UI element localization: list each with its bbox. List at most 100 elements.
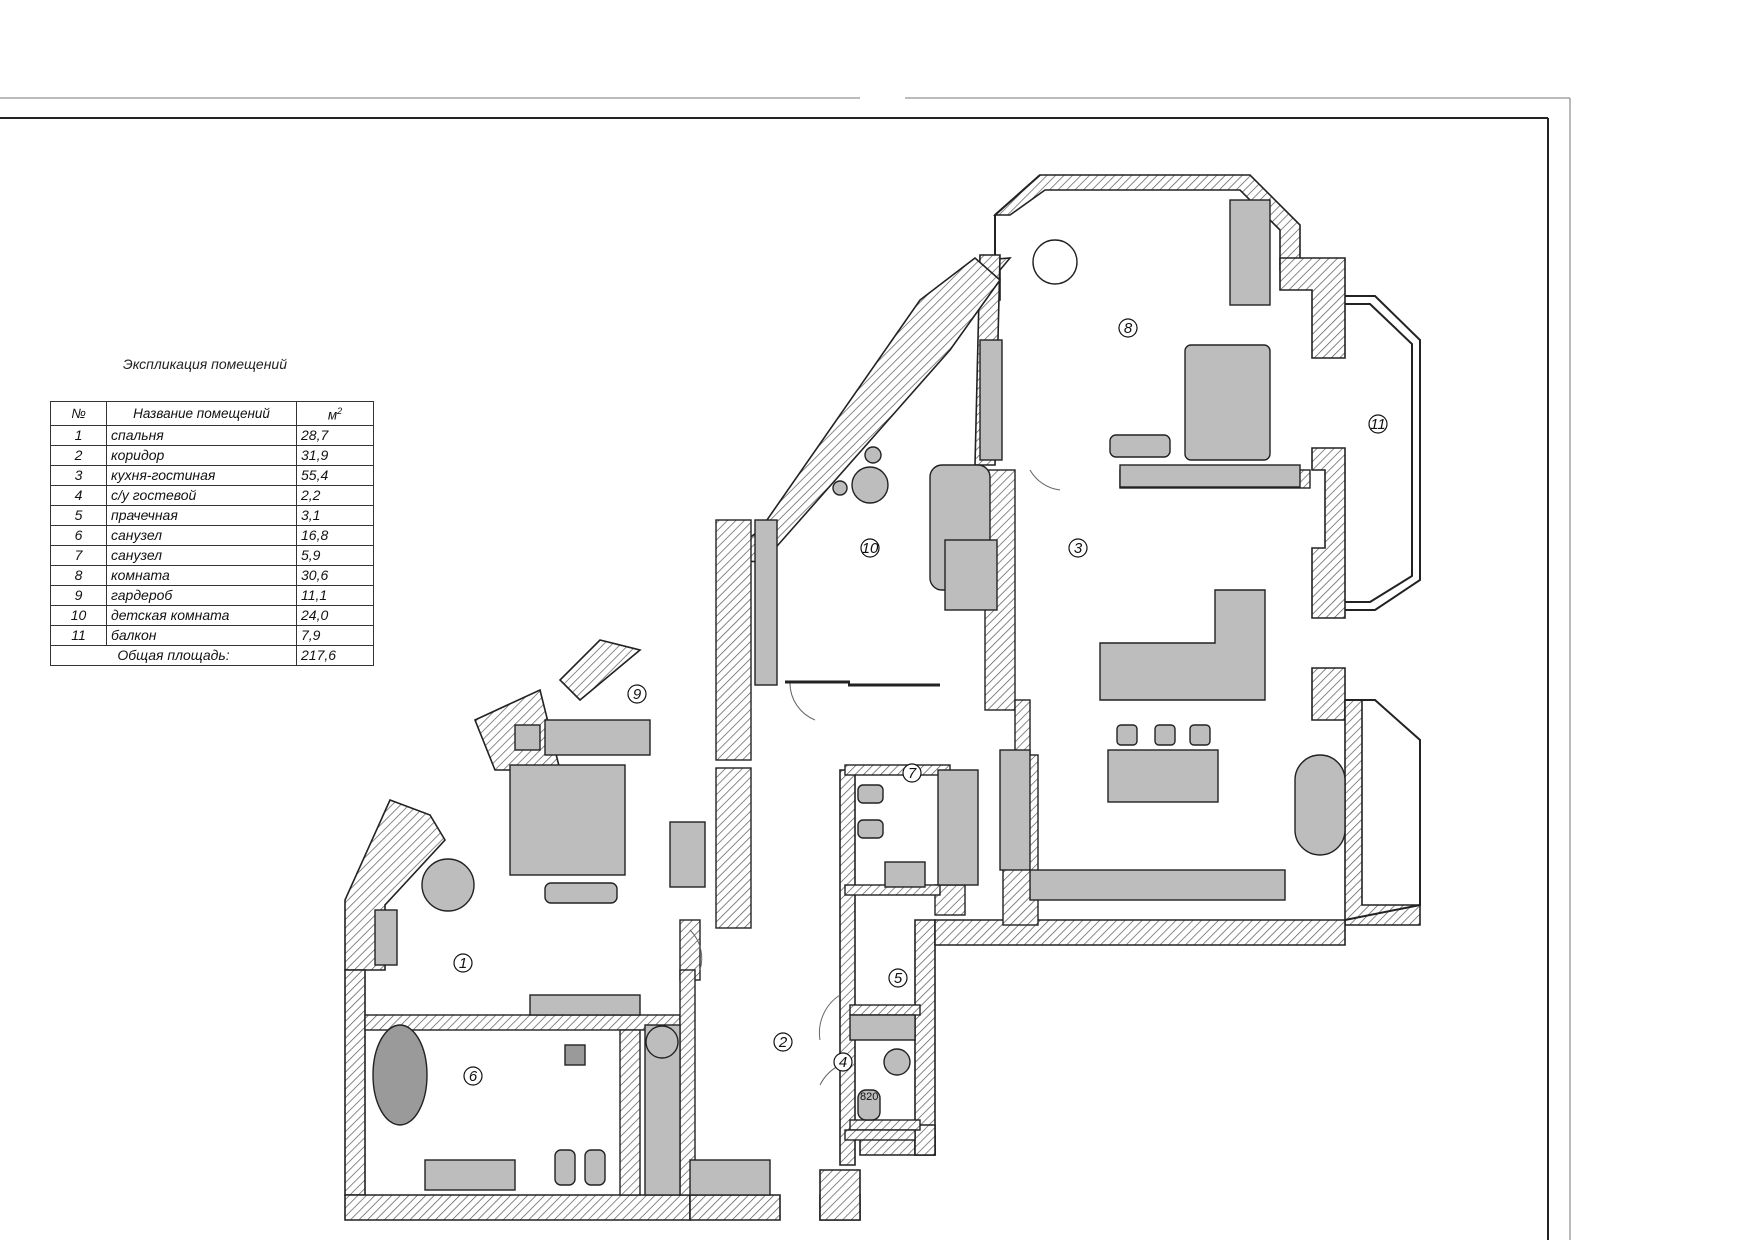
room-marker-label: 8 <box>1124 320 1133 337</box>
balcony-outline <box>994 174 1421 921</box>
row-name: гардероб <box>106 584 297 606</box>
row-name: коридор <box>106 444 297 466</box>
room-marker-circle <box>860 538 880 558</box>
room-marker-5: 5 <box>888 968 908 988</box>
row-area: 55,4 <box>296 464 374 486</box>
dining-table <box>1294 754 1346 856</box>
explication-title: Экспликация помещений <box>123 356 287 372</box>
laundry-machines <box>849 1014 916 1041</box>
sink-room7 <box>884 861 926 888</box>
bidet-room7 <box>857 819 884 839</box>
room-marker-circle <box>902 763 922 783</box>
shelf-room1 <box>374 909 398 966</box>
room-marker-label: 7 <box>908 765 917 782</box>
row-area: 7,9 <box>296 624 374 646</box>
header-area-sup: 2 <box>337 406 343 416</box>
room-marker-label: 10 <box>862 540 879 557</box>
toilet-room7 <box>857 784 884 804</box>
kitchen-counter <box>1029 869 1286 901</box>
bidet-room6 <box>584 1149 606 1186</box>
room-marker-label: 11 <box>1370 416 1386 433</box>
room-marker-circle <box>453 953 473 973</box>
room-marker-circle <box>1068 538 1088 558</box>
cabinet-room10 <box>944 539 998 611</box>
total-area: 217,6 <box>296 644 374 666</box>
dimension-note: 820 <box>860 1091 878 1103</box>
room-marker-label: 1 <box>459 955 467 972</box>
table-header-row: № Название помещений м2 <box>50 401 374 426</box>
vanity-room6 <box>424 1159 516 1191</box>
shower-drain <box>564 1044 586 1066</box>
cabinet-room8 <box>1119 464 1301 488</box>
room-marker-label: 4 <box>839 1054 847 1071</box>
row-name: комната <box>106 564 297 586</box>
door-room10 <box>789 682 816 721</box>
corridor-bench <box>689 1159 771 1196</box>
toilet-room4 <box>857 1089 881 1121</box>
row-num: 10 <box>50 604 107 626</box>
room-marker-10: 10 <box>860 538 880 558</box>
room-marker-6: 6 <box>463 1066 483 1086</box>
kitchen-island <box>1107 749 1219 803</box>
room-marker-circle <box>1368 414 1388 434</box>
room-marker-label: 6 <box>469 1068 478 1085</box>
dresser-room1 <box>669 821 706 888</box>
room-marker-4: 4 <box>833 1052 853 1072</box>
room-marker-label: 2 <box>778 1034 788 1051</box>
row-name: прачечная <box>106 504 297 526</box>
room-marker-circle <box>463 1066 483 1086</box>
pouf-room10 <box>832 480 848 496</box>
stool-room10 <box>864 446 882 464</box>
bench-room1 <box>544 882 618 904</box>
plant-room8 <box>1032 239 1078 285</box>
stool-3 <box>1189 724 1211 746</box>
room-marker-label: 9 <box>633 686 642 703</box>
door-room8 <box>1029 469 1061 491</box>
room-marker-circle <box>833 1052 853 1072</box>
door-room1 <box>689 929 703 971</box>
row-area: 30,6 <box>296 564 374 586</box>
doors <box>689 469 1061 1086</box>
stool-2 <box>1154 724 1176 746</box>
room-marker-8: 8 <box>1118 318 1138 338</box>
room-marker-circle <box>627 684 647 704</box>
row-area: 5,9 <box>296 544 374 566</box>
bed-room1 <box>509 764 626 876</box>
bathtub-room7 <box>937 769 979 886</box>
shelf-room10 <box>754 519 778 686</box>
row-name: с/у гостевой <box>106 484 297 506</box>
round-table-room10 <box>851 466 889 504</box>
row-area: 24,0 <box>296 604 374 626</box>
armchair-room1 <box>421 858 475 912</box>
room-marker-1: 1 <box>453 953 473 973</box>
furniture <box>372 199 1346 1196</box>
toilet-room6 <box>554 1149 576 1186</box>
hvac-unit <box>645 1025 679 1059</box>
bed-room8 <box>1184 344 1271 461</box>
pouf-room9 <box>514 724 541 751</box>
interior-walls <box>364 469 1311 1196</box>
header-name: Название помещений <box>106 401 297 426</box>
wardrobe-room8 <box>1229 199 1271 306</box>
door-room5 <box>818 994 841 1041</box>
room-marker-2: 2 <box>773 1032 793 1052</box>
header-area: м2 <box>296 401 374 426</box>
room-marker-label: 5 <box>894 970 903 987</box>
row-area: 11,1 <box>296 584 374 606</box>
room-marker-11: 11 <box>1368 414 1388 434</box>
stool-1 <box>1116 724 1138 746</box>
header-area-unit: м <box>327 407 338 423</box>
wardrobe-room9 <box>544 719 651 756</box>
pouf-room8 <box>1109 434 1171 458</box>
wardrobe-room1 <box>529 994 641 1016</box>
